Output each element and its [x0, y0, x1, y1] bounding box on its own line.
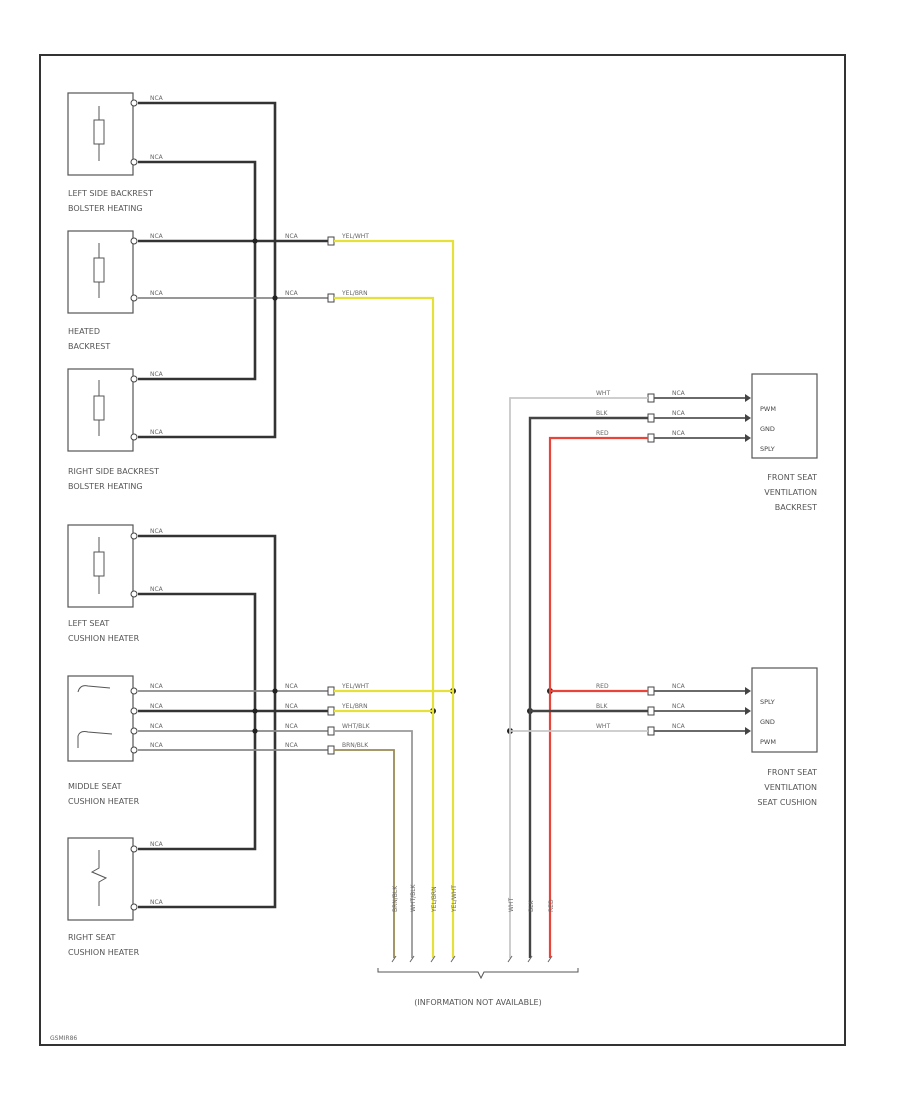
wire-label: WHT: [508, 898, 515, 912]
left-side-backrest-label-1: LEFT SIDE BACKREST: [68, 189, 153, 198]
wire-label: WHT/BLK: [410, 883, 417, 912]
wire-label: NCA: [285, 683, 299, 690]
wire-label: NCA: [285, 290, 299, 297]
vent-cushion-label-3: SEAT CUSHION: [757, 798, 817, 807]
blk-wire: [528, 416, 648, 958]
wire-label: YEL/WHT: [341, 233, 369, 240]
diagram-id: GSMIR86: [50, 1035, 77, 1042]
wire-label: RED: [596, 430, 609, 437]
vent-cushion-label-2: VENTILATION: [764, 783, 817, 792]
wire-label: NCA: [285, 742, 299, 749]
wire-label: NCA: [150, 742, 164, 749]
bottom-wire-labels: BRN/BLK WHT/BLK YEL/BRN YEL/WHT WHT BLK …: [392, 883, 555, 913]
left-seat-cushion-label-1: LEFT SEAT: [68, 619, 109, 628]
wire-label: NCA: [150, 723, 164, 730]
vent-cushion-pin-2: GND: [760, 718, 775, 726]
left-seat-cushion-label-2: CUSHION HEATER: [68, 634, 140, 643]
wire-label: YEL/WHT: [451, 885, 458, 913]
vent-backrest-pin-1: PWM: [760, 405, 776, 413]
brn-blk-wire: [334, 749, 395, 958]
wire-label: NCA: [150, 233, 164, 240]
right-side-backrest-label-2: BOLSTER HEATING: [68, 482, 143, 491]
vent-cushion-pin-1: SPLY: [760, 698, 775, 706]
vent-backrest-box: [751, 373, 818, 459]
left-seat-cushion-heater: [67, 524, 134, 608]
inline-connectors: [327, 236, 655, 755]
wire-label: NCA: [150, 683, 164, 690]
vent-backrest-label-2: VENTILATION: [764, 488, 817, 497]
wire-label: NCA: [285, 233, 299, 240]
wire-label: YEL/BRN: [341, 290, 368, 297]
heated-backrest-label-1: HEATED: [68, 327, 100, 336]
left-side-backrest-heater: [67, 92, 134, 176]
right-wire-labels: WHT BLK RED RED BLK WHT NCA NCA NCA NCA …: [596, 390, 686, 730]
yellow-wires: [334, 239, 455, 958]
wire-label: RED: [548, 899, 555, 912]
wire-label: NCA: [150, 371, 164, 378]
splice-points: [252, 238, 553, 734]
wire-label: BLK: [596, 410, 608, 417]
wire-label: BLK: [596, 703, 608, 710]
vent-cushion-pin-3: PWM: [760, 738, 776, 746]
wire-label: NCA: [150, 899, 164, 906]
right-seat-cushion-label-1: RIGHT SEAT: [68, 933, 116, 942]
wire-label: WHT/BLK: [342, 723, 371, 730]
vent-backrest-label-1: FRONT SEAT: [767, 473, 817, 482]
wire-label: WHT: [596, 390, 610, 397]
wire-label: NCA: [285, 703, 299, 710]
wire-label: NCA: [150, 154, 164, 161]
vent-arrowheads: [745, 394, 751, 735]
middle-seat-cushion-label-2: CUSHION HEATER: [68, 797, 140, 806]
wire-label: NCA: [150, 586, 164, 593]
red-wire: [548, 436, 648, 958]
middle-seat-cushion-label-1: MIDDLE SEAT: [68, 782, 122, 791]
open-ends: [391, 955, 553, 963]
wht-blk-wire: [334, 730, 413, 958]
wire-label: NCA: [672, 390, 686, 397]
middle-seat-cushion-heater: [67, 675, 134, 762]
right-seat-cushion-label-2: CUSHION HEATER: [68, 948, 140, 957]
vent-cushion-label-1: FRONT SEAT: [767, 768, 817, 777]
wht-wire: [509, 397, 648, 958]
wire-label: BLK: [528, 900, 535, 912]
wire-label: YEL/BRN: [341, 703, 368, 710]
wire-label: BRN/BLK: [392, 885, 399, 912]
vent-feed-wires: [654, 397, 745, 732]
vent-backrest-label-3: BACKREST: [775, 503, 817, 512]
vent-cushion-box: [751, 667, 818, 753]
info-note: (INFORMATION NOT AVAILABLE): [414, 998, 541, 1007]
wire-label: NCA: [150, 528, 164, 535]
left-box-terminals: [130, 99, 138, 911]
heated-backrest-heater: [67, 230, 134, 314]
left-wire-labels: NCA NCA NCA NCA NCA NCA NCA NCA NCA NCA …: [150, 95, 371, 906]
wire-label: NCA: [672, 683, 686, 690]
wire-label: BRN/BLK: [342, 742, 369, 749]
wire-label: NCA: [285, 723, 299, 730]
vent-backrest-pin-3: SPLY: [760, 445, 775, 453]
vent-backrest-pin-2: GND: [760, 425, 775, 433]
wire-label: NCA: [150, 290, 164, 297]
right-side-backrest-heater: [67, 368, 134, 452]
signal-wires: [138, 297, 330, 751]
wire-label: NCA: [150, 841, 164, 848]
wire-label: NCA: [672, 410, 686, 417]
right-side-backrest-label-1: RIGHT SIDE BACKREST: [68, 467, 159, 476]
left-side-backrest-label-2: BOLSTER HEATING: [68, 204, 143, 213]
wire-label: RED: [596, 683, 609, 690]
info-brace: [377, 968, 579, 980]
ground-wires: [138, 101, 330, 909]
wire-label: YEL/BRN: [431, 886, 438, 913]
wire-label: WHT: [596, 723, 610, 730]
wire-label: NCA: [150, 703, 164, 710]
heated-backrest-label-2: BACKREST: [68, 342, 110, 351]
wire-label: NCA: [150, 95, 164, 102]
diagram-frame: [39, 54, 846, 1046]
wire-label: NCA: [672, 703, 686, 710]
wire-label: YEL/WHT: [341, 683, 369, 690]
wire-label: NCA: [672, 430, 686, 437]
right-seat-cushion-heater: [67, 837, 134, 921]
wire-label: NCA: [150, 429, 164, 436]
wire-label: NCA: [672, 723, 686, 730]
